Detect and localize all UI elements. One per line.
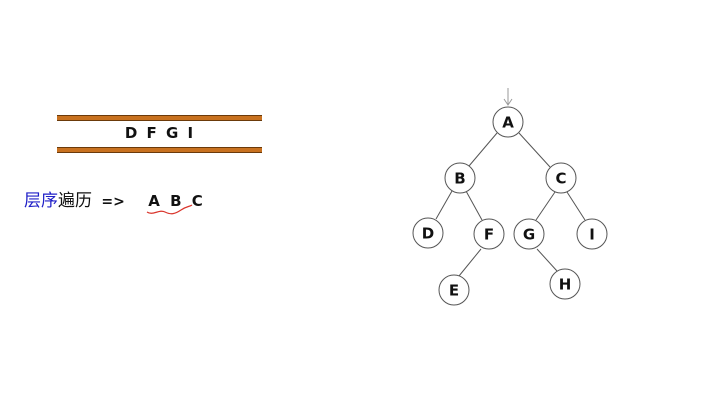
tree-node-f: F — [473, 218, 505, 250]
tree-node-a: A — [492, 106, 524, 138]
edge-g-h — [536, 248, 558, 272]
tree-node-i: I — [576, 218, 608, 250]
edge-c-i — [566, 191, 586, 221]
node-label-a: A — [502, 114, 514, 132]
tree-node-e: E — [438, 274, 470, 306]
node-label-e: E — [449, 282, 459, 300]
queue-bottom-bar — [57, 147, 262, 153]
edge-b-d — [435, 190, 453, 220]
node-label-d: D — [422, 225, 434, 243]
tree-node-c: C — [545, 162, 577, 194]
tree-edges — [435, 132, 586, 277]
edge-c-g — [535, 191, 556, 221]
node-label-h: H — [559, 276, 572, 294]
edge-a-b — [468, 132, 498, 167]
edge-f-e — [458, 248, 482, 277]
node-label-f: F — [484, 226, 494, 244]
traversal-arrow: => — [101, 194, 125, 210]
tree-node-b: B — [444, 162, 476, 194]
tree-node-h: H — [549, 268, 581, 300]
node-label-i: I — [589, 226, 595, 244]
traversal-line: 层序遍历 => A B C — [24, 186, 203, 211]
traversal-result: A B C — [148, 192, 203, 210]
node-label-c: C — [555, 170, 566, 188]
tree-node-g: G — [513, 218, 545, 250]
traversal-label-black: 遍历 — [58, 191, 92, 211]
edge-a-c — [518, 132, 551, 168]
node-label-b: B — [454, 170, 465, 188]
root-pointer-arrow — [503, 88, 513, 106]
node-label-g: G — [523, 226, 535, 244]
tree-node-d: D — [412, 217, 444, 249]
traversal-label-blue: 层序 — [24, 191, 58, 211]
red-underline-annotation — [146, 204, 193, 215]
edge-b-f — [465, 190, 483, 221]
queue-top-bar — [57, 115, 262, 121]
queue-contents: D F G I — [124, 124, 195, 142]
